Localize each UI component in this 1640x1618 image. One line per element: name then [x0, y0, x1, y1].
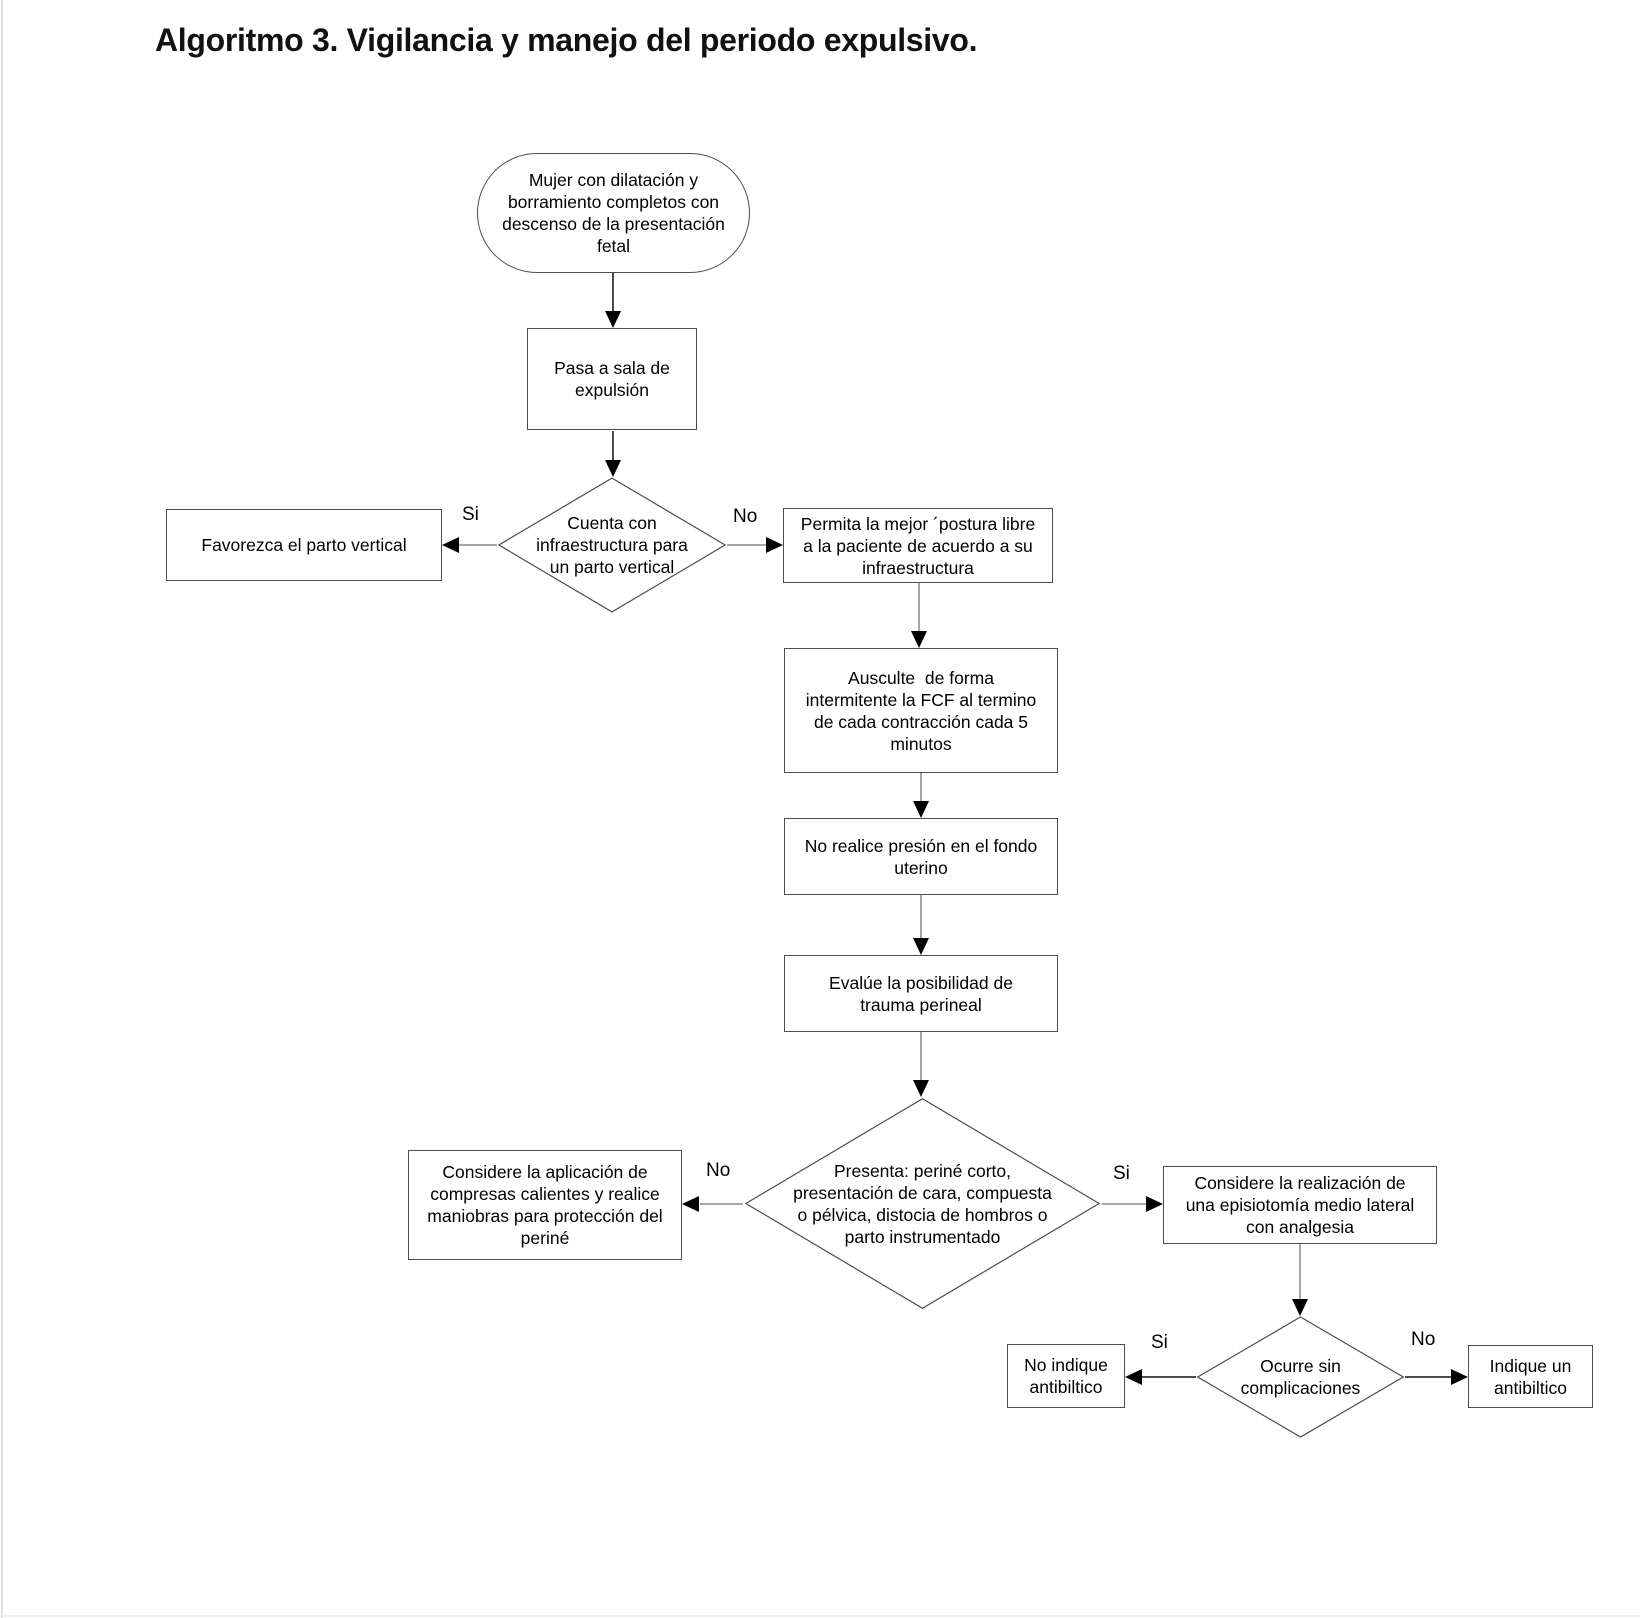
- node-ausculte-fcf: Ausculte de forma intermitente la FCF al…: [784, 648, 1058, 773]
- arrowhead-into-favorezca: [442, 537, 459, 553]
- node-text: Cuenta con infraestructura para un parto…: [536, 513, 688, 577]
- node-favorezca-parto-vertical: Favorezca el parto vertical: [166, 509, 442, 581]
- connector-presenta-to-episiotomia: [1102, 1203, 1146, 1205]
- connector-complicaciones-to-noantibiotico: [1142, 1376, 1196, 1378]
- arrowhead-into-permita: [766, 537, 783, 553]
- node-text: No indique antibiltico: [1024, 1355, 1108, 1397]
- edge-label-no-presenta: No: [706, 1160, 731, 1181]
- node-no-presion-fondo-uterino: No realice presión en el fondo uterino: [784, 818, 1058, 895]
- connector-decision-to-favorezca: [459, 544, 497, 546]
- node-text: Mujer con dilatación y borramiento compl…: [502, 170, 725, 256]
- connector-evalue-to-presenta: [920, 1032, 922, 1080]
- edge-label-si-complicaciones: Si: [1151, 1332, 1168, 1353]
- node-text: Favorezca el parto vertical: [201, 535, 407, 555]
- edge-label-si-infraestructura: Si: [462, 504, 479, 525]
- node-episiotomia-medio-lateral: Considere la realización de una episioto…: [1163, 1166, 1437, 1244]
- connector-decision-to-permita: [727, 544, 766, 546]
- arrowhead-into-ausculte: [911, 631, 927, 648]
- node-text: Ocurre sin complicaciones: [1240, 1356, 1361, 1398]
- node-no-indique-antibiotico: No indique antibiltico: [1007, 1344, 1125, 1408]
- arrowhead-into-indique: [1451, 1369, 1468, 1385]
- arrowhead-into-nopresion: [913, 801, 929, 818]
- arrowhead-into-decision-complicaciones: [1292, 1299, 1308, 1316]
- page-bottom-border: [0, 1615, 1640, 1617]
- diamond-shape: [743, 1097, 1102, 1310]
- node-text: Pasa a sala de expulsión: [554, 358, 670, 400]
- diamond-shape: [1196, 1316, 1405, 1438]
- connector-presenta-to-compresas: [700, 1203, 743, 1205]
- arrowhead-into-episiotomia: [1146, 1196, 1163, 1212]
- node-evalue-trauma-perineal: Evalúe la posibilidad de trauma perineal: [784, 955, 1058, 1032]
- node-text: Considere la realización de una episioto…: [1185, 1173, 1415, 1237]
- node-pasa-sala-expulsion: Pasa a sala de expulsión: [527, 328, 697, 430]
- node-text: Considere la aplicación de compresas cal…: [427, 1162, 663, 1248]
- edge-label-no-infraestructura: No: [733, 506, 758, 527]
- connector-complicaciones-to-indique: [1405, 1376, 1451, 1378]
- node-text: Presenta: periné corto, presentación de …: [793, 1160, 1052, 1247]
- arrowhead-into-decision-presenta: [913, 1080, 929, 1097]
- decision-presenta-perine-corto: Presenta: periné corto, presentación de …: [743, 1097, 1102, 1310]
- page-title: Algoritmo 3. Vigilancia y manejo del per…: [155, 22, 978, 58]
- edge-label-si-presenta: Si: [1113, 1163, 1130, 1184]
- page-left-border: [1, 0, 3, 1618]
- arrowhead-into-noantibiotico: [1125, 1369, 1142, 1385]
- connector-permita-to-ausculte: [918, 583, 920, 631]
- connector-ausculte-to-nopresion: [920, 773, 922, 801]
- connector-sala-to-decision: [612, 431, 614, 460]
- arrowhead-into-compresas: [682, 1196, 699, 1212]
- arrowhead-into-sala: [605, 311, 621, 328]
- arrowhead-into-evalue: [913, 938, 929, 955]
- node-text: Indique un antibiltico: [1489, 1355, 1572, 1398]
- decision-ocurre-sin-complicaciones: Ocurre sin complicaciones: [1196, 1316, 1405, 1438]
- connector-episiotomia-to-complicaciones: [1299, 1244, 1301, 1299]
- node-text: Ausculte de forma intermitente la FCF al…: [805, 667, 1037, 754]
- node-text: Permita la mejor ´postura libre a la pac…: [800, 513, 1036, 578]
- node-start-terminator: Mujer con dilatación y borramiento compl…: [477, 153, 750, 273]
- node-text: No realice presión en el fondo uterino: [804, 835, 1038, 878]
- node-compresas-calientes: Considere la aplicación de compresas cal…: [408, 1150, 682, 1260]
- node-indique-antibiotico: Indique un antibiltico: [1468, 1345, 1593, 1408]
- node-permita-postura-libre: Permita la mejor ´postura libre a la pac…: [783, 508, 1053, 583]
- edge-label-no-complicaciones: No: [1411, 1329, 1436, 1350]
- connector-nopresion-to-evalue: [920, 895, 922, 938]
- node-text: Evalúe la posibilidad de trauma perineal: [829, 972, 1013, 1015]
- decision-infraestructura-parto-vertical: Cuenta con infraestructura para un parto…: [497, 477, 727, 613]
- arrowhead-into-decision-infra: [605, 460, 621, 477]
- connector-start-to-sala: [612, 273, 614, 311]
- diamond-shape: [497, 477, 727, 613]
